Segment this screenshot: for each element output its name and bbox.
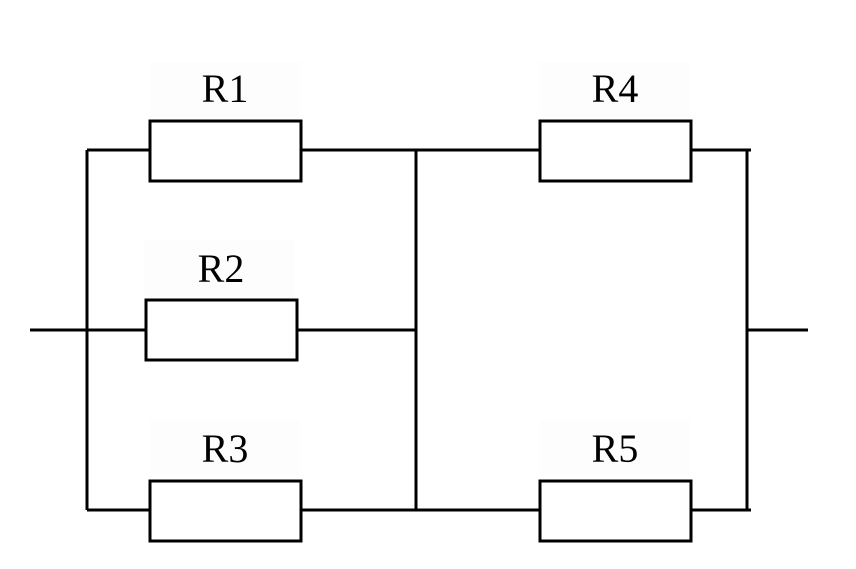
resistor-r4	[538, 119, 693, 183]
resistor-label-r1: R1	[202, 66, 249, 111]
label-background-r1	[150, 62, 300, 118]
label-background-r3	[150, 420, 300, 476]
resistor-label-r4: R4	[592, 66, 639, 111]
label-background-r2	[144, 240, 294, 296]
label-background-r4	[540, 62, 690, 118]
resistor-label-r5: R5	[592, 426, 639, 471]
resistor-label-r2: R2	[198, 246, 245, 291]
resistor-r3	[148, 479, 303, 543]
resistor-r1	[148, 119, 303, 183]
resistor-r2	[144, 298, 299, 362]
label-background-r5	[540, 420, 690, 476]
resistor-r5	[538, 479, 693, 543]
resistor-label-r3: R3	[202, 426, 249, 471]
